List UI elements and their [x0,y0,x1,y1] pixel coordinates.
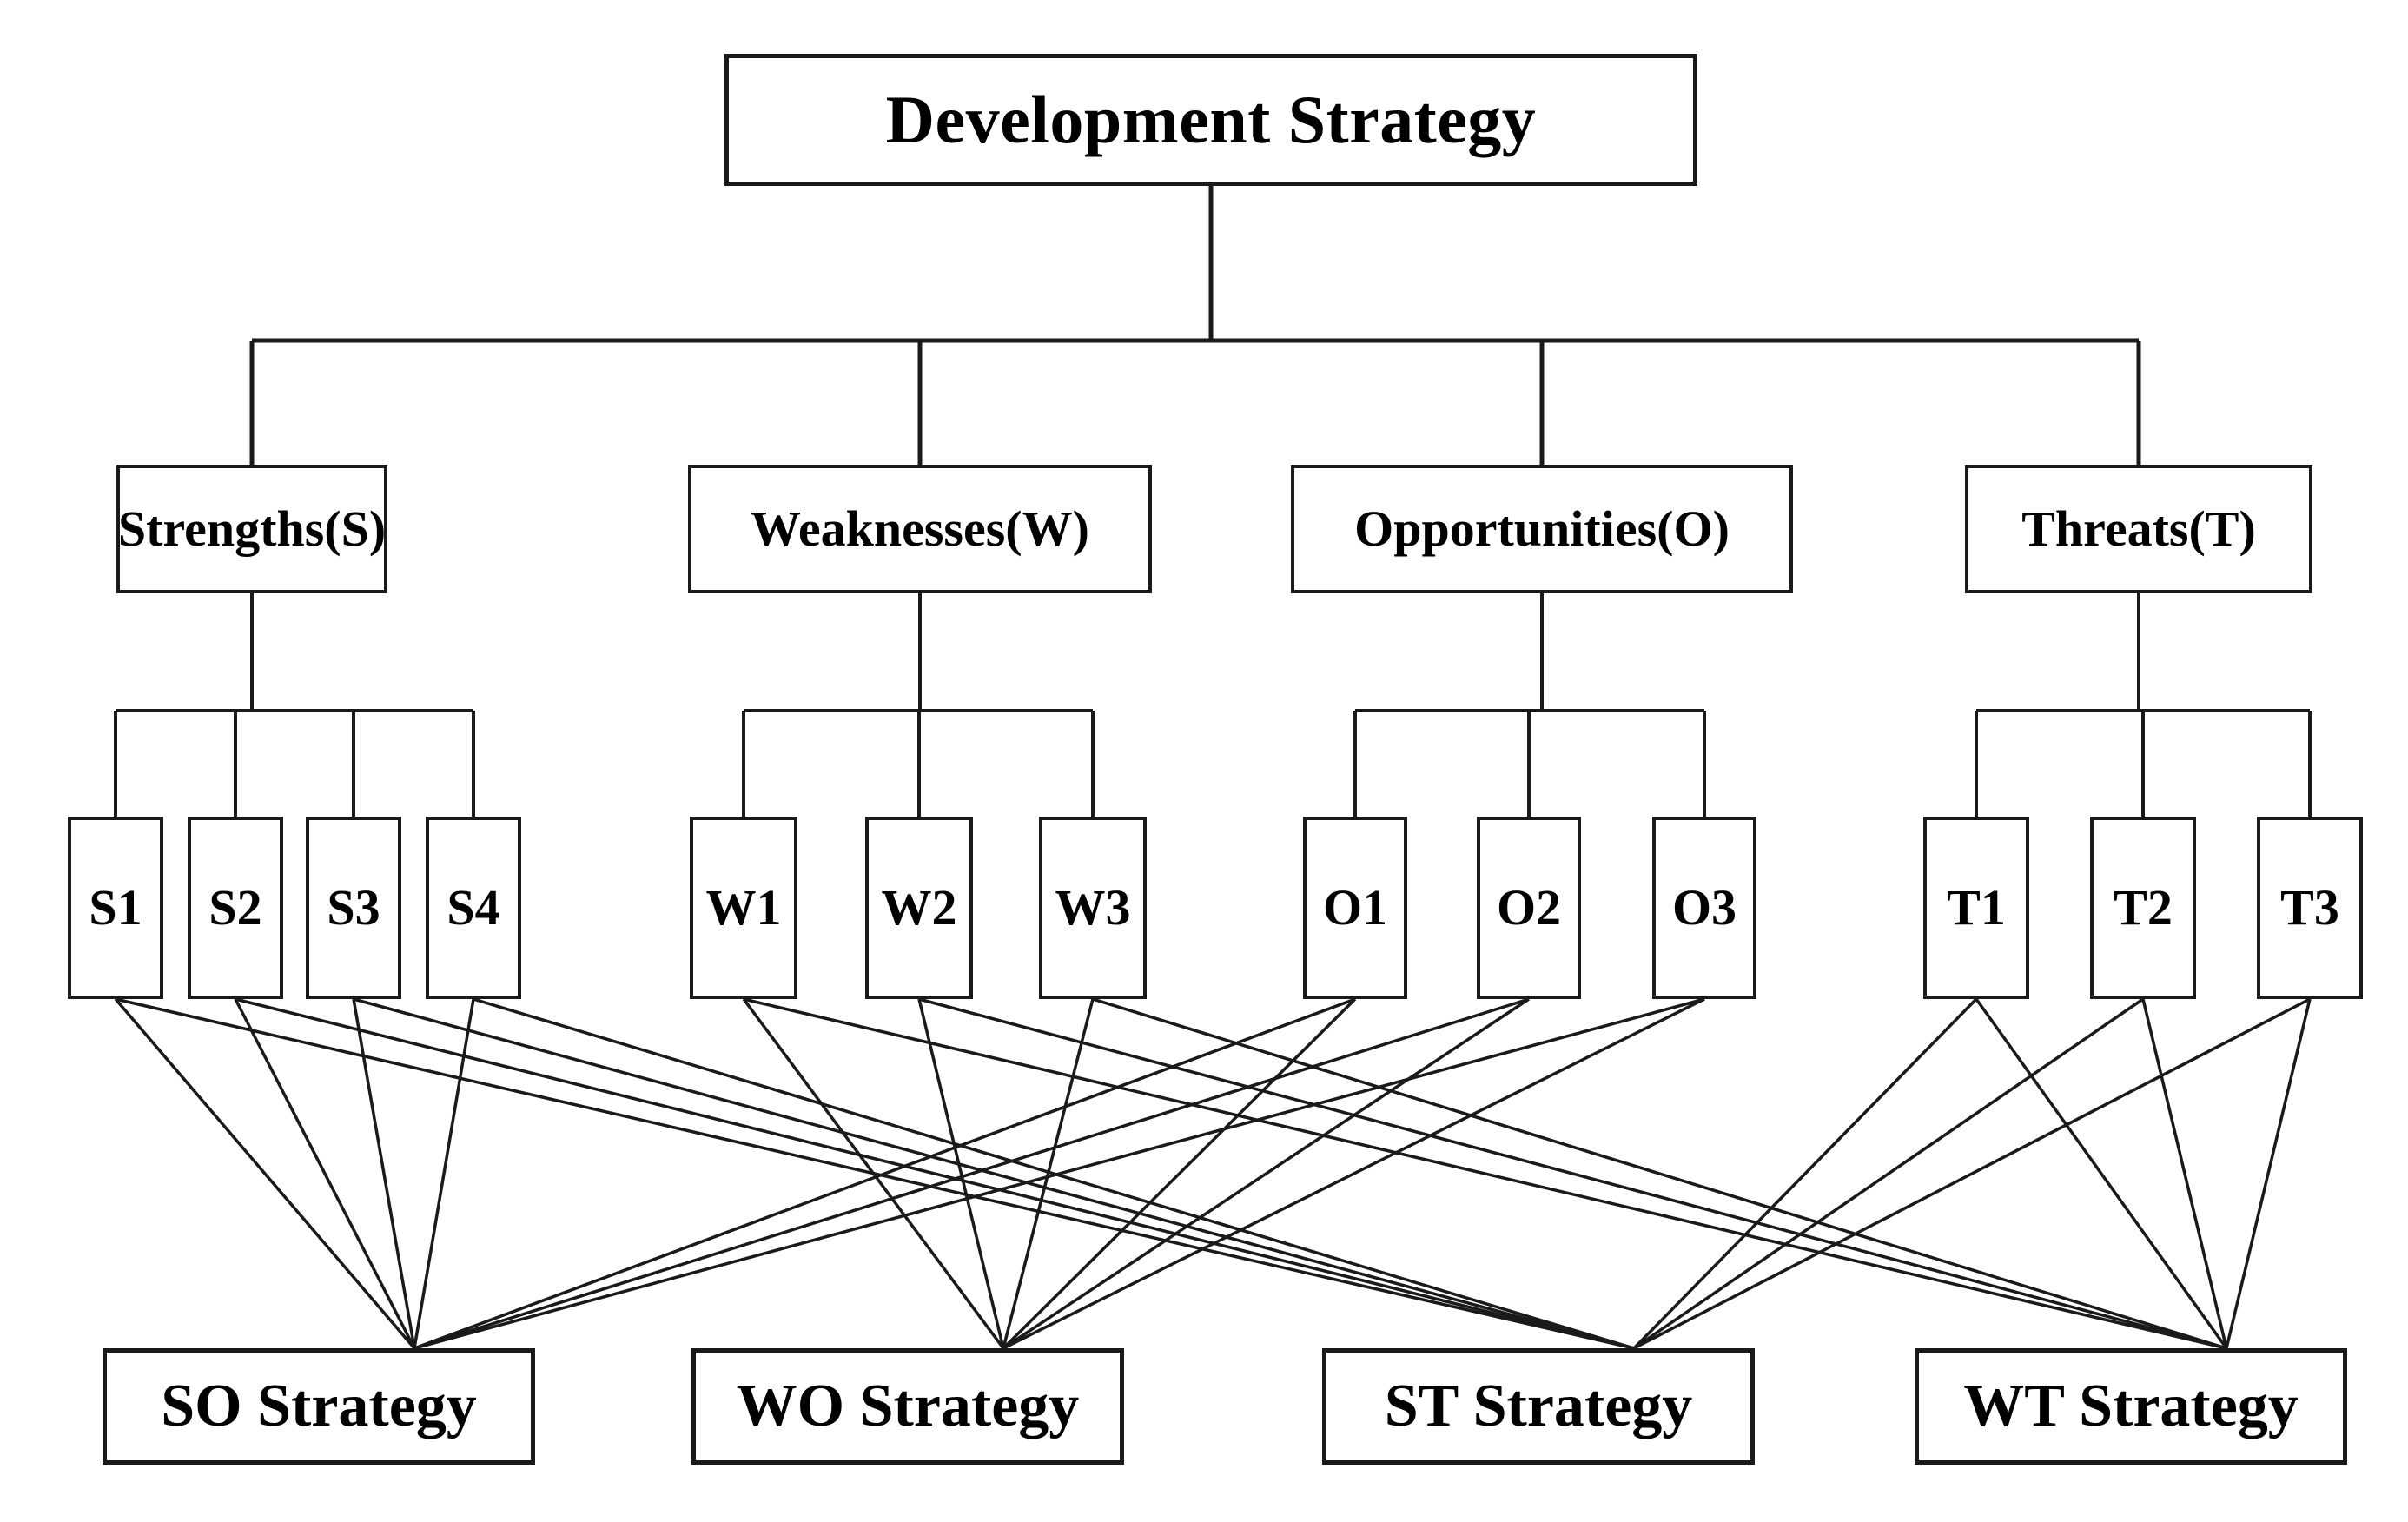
link-S2-SO [234,998,416,1349]
strategy-label: SO Strategy [161,1373,477,1439]
node-strengths[interactable]: Strengths(S) [116,465,387,593]
factor-label: O3 [1671,879,1737,936]
link-O1-WO [1002,997,1357,1350]
factor-label: O1 [1322,879,1388,936]
node-factor-w3[interactable]: W3 [1039,817,1147,999]
link-S1-SO [114,997,416,1350]
factor-label: S1 [89,879,142,936]
category-label: Weaknesses(W) [751,500,1089,557]
node-factor-t2[interactable]: T2 [2090,817,2196,999]
category-label: Threats(T) [2021,500,2256,557]
factor-label: W1 [705,879,782,936]
link-W3-WO [1002,998,1095,1349]
node-wt-strategy[interactable]: WT Strategy [1915,1348,2347,1465]
node-opportunities[interactable]: Opportunities(O) [1291,465,1793,593]
link-T3-ST [1633,997,2311,1350]
link-W1-WO [742,997,1005,1350]
node-threats[interactable]: Threats(T) [1965,465,2312,593]
link-W2-WO [917,998,1005,1349]
link-O2-WO [1002,997,1530,1350]
factor-label: S3 [327,879,380,936]
category-label: Strengths(S) [117,500,387,557]
link-S3-ST [353,997,1635,1350]
factor-label: O2 [1496,879,1562,936]
link-T2-ST [1633,997,2144,1350]
link-S3-SO [352,998,416,1349]
link-S2-ST [235,997,1635,1350]
factor-label: S2 [208,879,262,936]
link-O2-SO [413,997,1530,1350]
node-factor-s2[interactable]: S2 [188,817,283,999]
factor-label: T1 [1947,879,2006,936]
node-wo-strategy[interactable]: WO Strategy [691,1348,1124,1465]
link-W1-WT [743,997,2227,1350]
node-factor-s4[interactable]: S4 [426,817,521,999]
node-factor-s1[interactable]: S1 [68,817,163,999]
link-O1-SO [413,997,1356,1350]
link-W3-WT [1092,997,2227,1350]
link-S4-SO [413,998,475,1349]
node-development-strategy[interactable]: Development Strategy [724,54,1697,186]
node-st-strategy[interactable]: ST Strategy [1322,1348,1755,1465]
strategy-label: ST Strategy [1384,1373,1693,1439]
factor-label: T3 [2280,879,2339,936]
factor-label: S4 [447,879,500,936]
node-factor-s3[interactable]: S3 [306,817,401,999]
link-T1-ST [1632,997,1978,1350]
link-T2-WT [2141,998,2228,1349]
strategy-label: WO Strategy [736,1373,1080,1439]
node-factor-w2[interactable]: W2 [865,817,973,999]
node-factor-t3[interactable]: T3 [2257,817,2363,999]
link-T3-WT [2225,998,2312,1349]
category-label: Opportunities(O) [1354,500,1730,557]
link-W2-WT [918,997,2227,1350]
strategy-label: WT Strategy [1963,1373,2299,1439]
node-so-strategy[interactable]: SO Strategy [103,1348,535,1465]
link-O3-WO [1002,997,1705,1350]
factor-label: T2 [2114,879,2173,936]
node-weaknesses[interactable]: Weaknesses(W) [688,465,1152,593]
link-O3-SO [413,997,1705,1350]
node-factor-o2[interactable]: O2 [1477,817,1581,999]
link-S4-ST [473,997,1635,1350]
node-factor-t1[interactable]: T1 [1923,817,2029,999]
node-factor-w1[interactable]: W1 [690,817,797,999]
node-factor-o1[interactable]: O1 [1303,817,1407,999]
factor-label: W2 [881,879,957,936]
root-label: Development Strategy [885,82,1537,157]
node-factor-o3[interactable]: O3 [1652,817,1756,999]
factor-label: W3 [1055,879,1131,936]
link-S1-ST [115,997,1635,1350]
link-T1-WT [1975,997,2228,1350]
